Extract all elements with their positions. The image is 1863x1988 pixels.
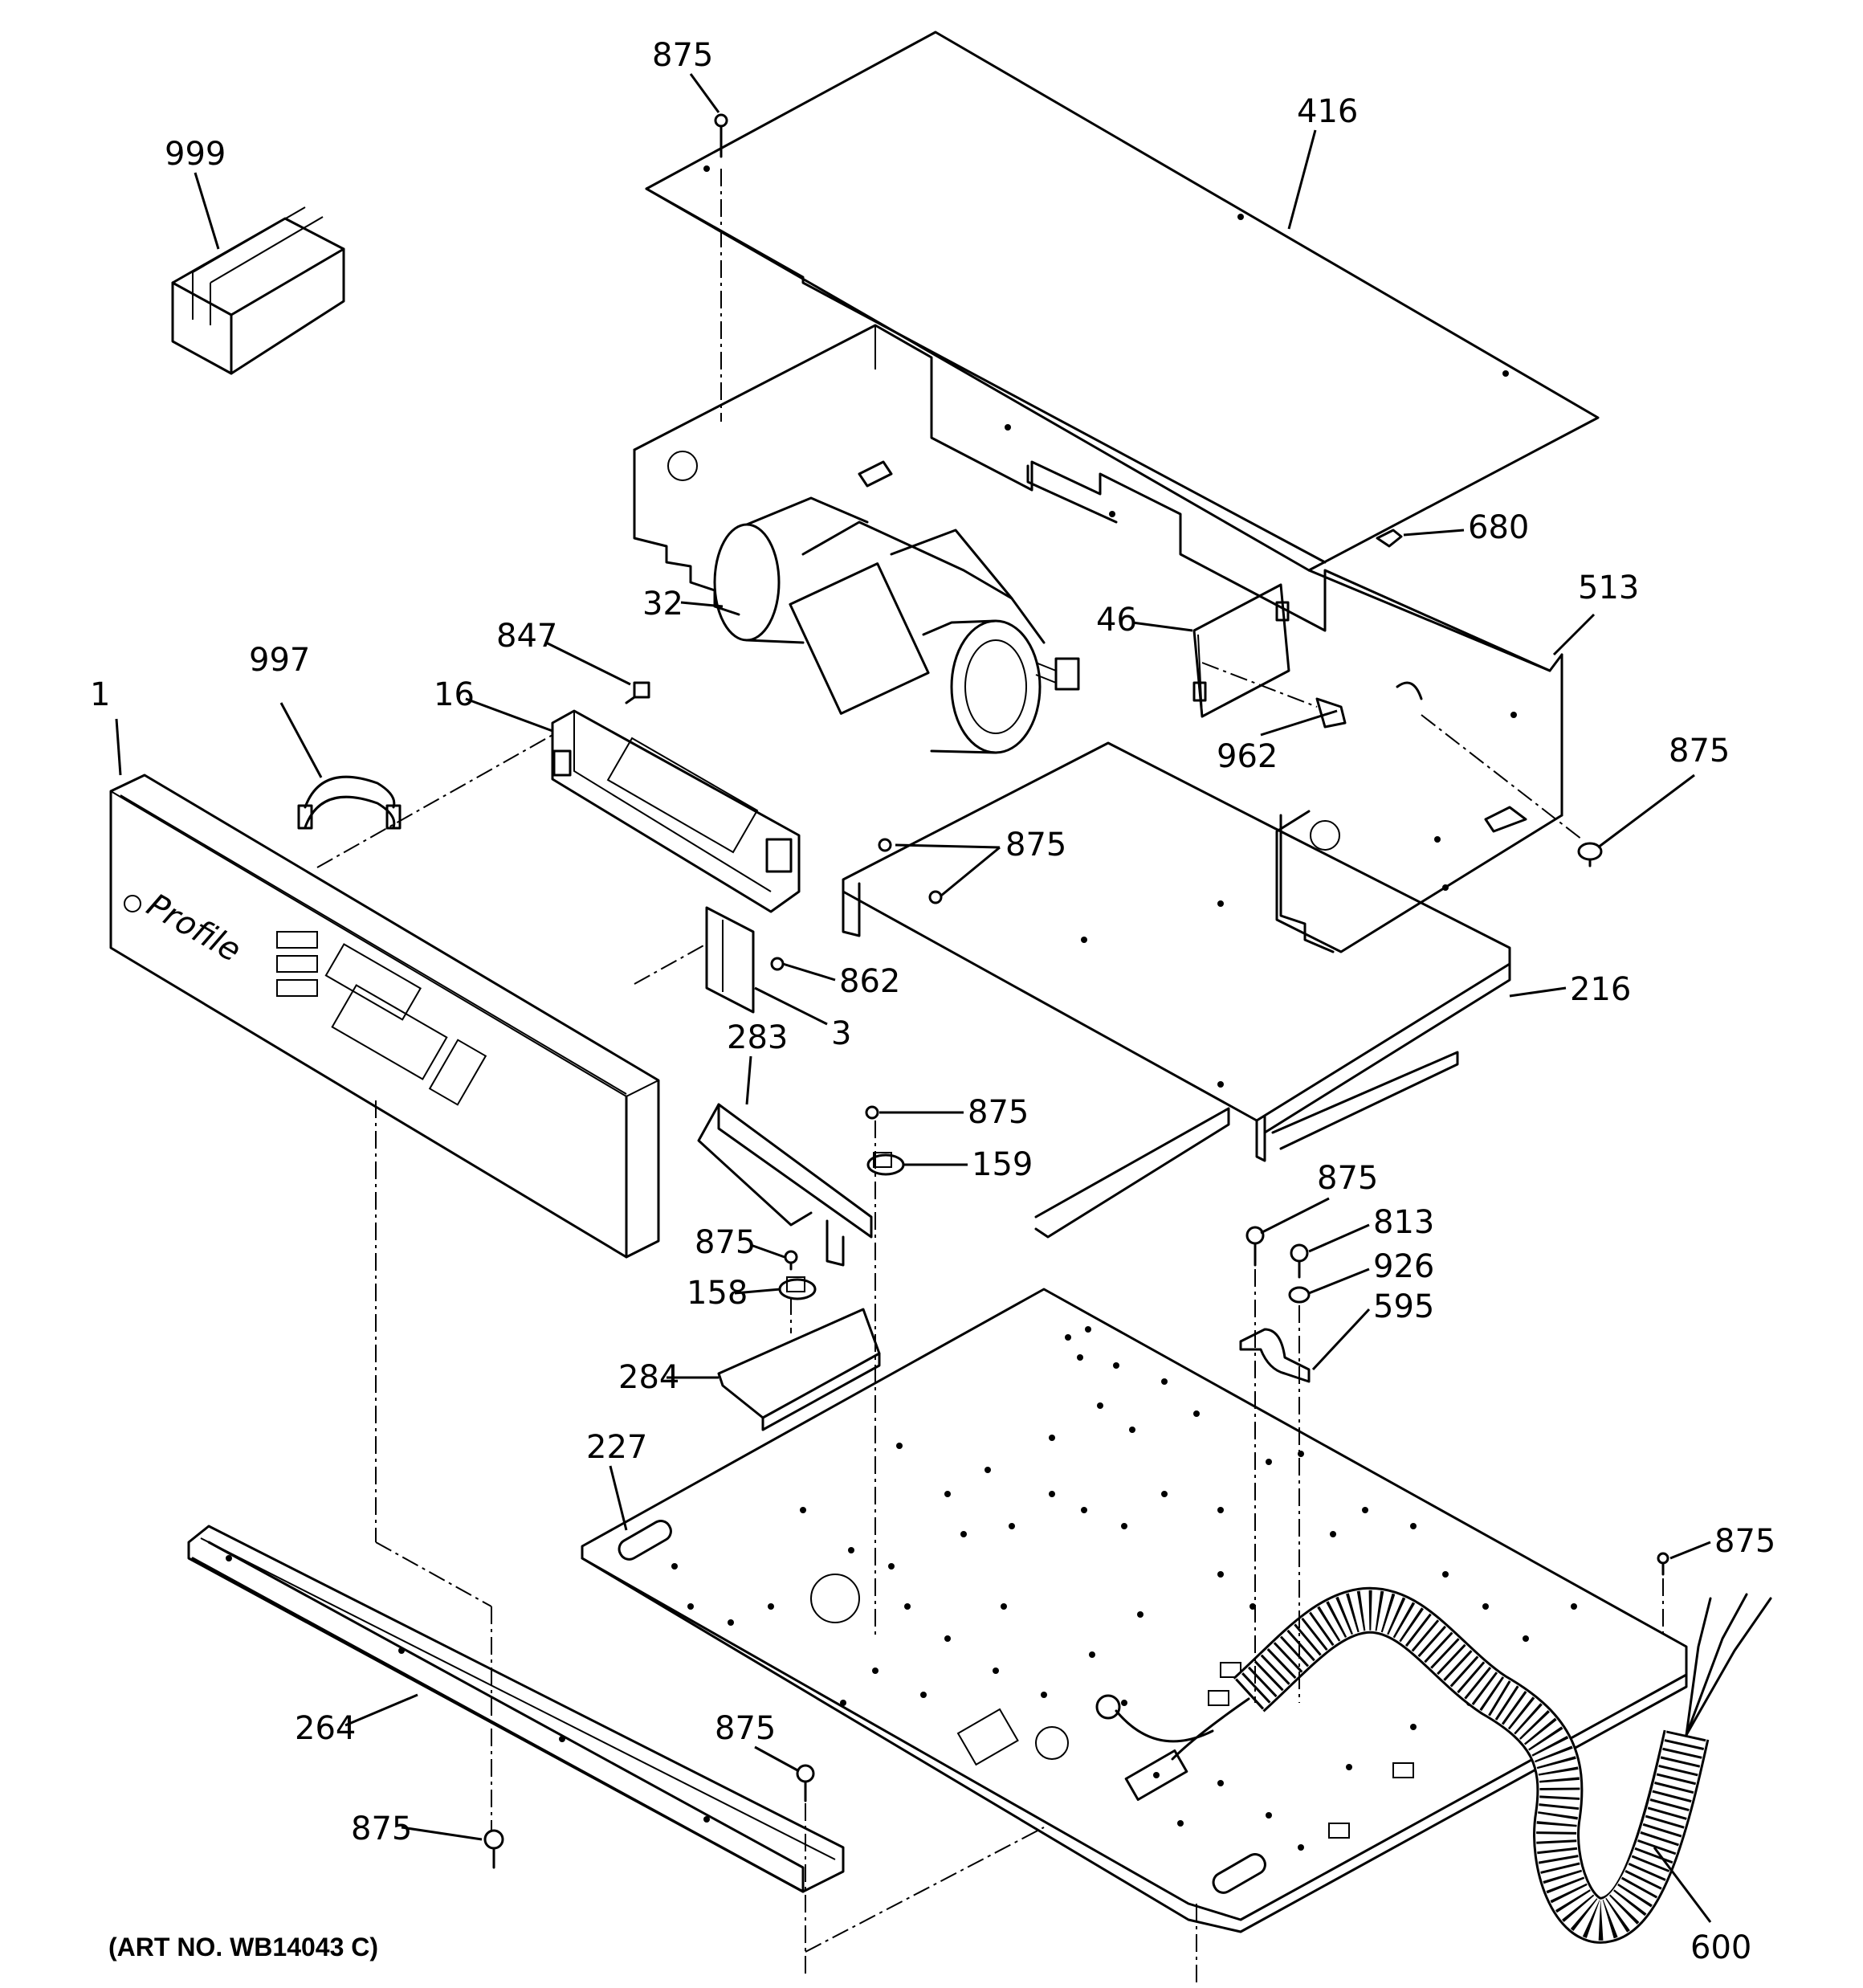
control-board [1192,583,1290,718]
callout-32: 32 [642,586,683,623]
callout-680: 680 [1468,509,1529,546]
callout-875-bottom-right: 875 [1714,1523,1775,1560]
callout-875-clamp: 875 [1317,1160,1378,1197]
callout-1: 1 [90,676,110,713]
callout-962: 962 [1217,738,1278,775]
callout-926: 926 [1373,1248,1434,1285]
callout-284: 284 [618,1359,679,1396]
front-trim-rail [187,1525,845,1893]
screw-bottom-right [1657,1552,1669,1576]
thermostat-bracket [717,1308,881,1431]
callout-283: 283 [727,1019,788,1056]
top-cover-panel [645,31,1600,572]
screw-top-panel [714,113,728,158]
screw-shelf [878,838,943,904]
standoff [1315,697,1347,729]
screw-thermostat-159 [865,1105,879,1120]
callout-847: 847 [496,618,557,655]
screw-thermostat-158 [784,1250,798,1271]
thermostat-159 [866,1152,905,1176]
air-duct [697,1103,873,1267]
callout-216: 216 [1570,971,1631,1008]
art-number: (ART NO. WB14043 C) [108,1933,378,1961]
screw-rail [796,1764,815,1802]
callout-875-right: 875 [1669,733,1730,769]
callout-3: 3 [831,1015,851,1052]
callout-513: 513 [1578,569,1639,606]
callout-813: 813 [1373,1204,1434,1241]
callout-999: 999 [165,136,226,173]
callout-158: 158 [687,1275,748,1312]
callout-875-158: 875 [695,1224,756,1261]
callout-875-shelf: 875 [1005,827,1066,863]
cable-clamp [1239,1328,1311,1383]
callout-875-top: 875 [652,37,713,74]
screw-side [1376,529,1403,548]
callout-600: 600 [1690,1929,1751,1966]
shelf-panel [842,741,1511,1239]
alignment-lines [316,169,1664,1984]
callout-862: 862 [839,963,900,1000]
callout-875-rail: 875 [715,1710,776,1747]
bottom-panel [581,1288,1688,1933]
leader-lines [115,73,1712,1923]
callout-595: 595 [1373,1288,1434,1325]
callout-264: 264 [295,1710,356,1747]
callout-labels: 999 875 416 680 513 32 46 847 997 16 1 9… [90,37,1775,1966]
conduit-power-cord [1095,1586,1772,1944]
nut-926 [1288,1286,1311,1304]
mounting-bracket [705,906,755,1014]
callout-416: 416 [1297,93,1358,130]
screw-rail-left [483,1829,504,1869]
shipping-box [171,206,345,375]
blower-assembly [713,496,1080,754]
electronic-control [551,709,801,913]
screw-bracket [770,957,785,971]
thermostat-158 [778,1276,817,1300]
callout-159: 159 [972,1146,1033,1183]
brand-logo-text: Profile [141,887,247,970]
callout-997: 997 [249,642,310,679]
ribbon-cable [297,775,402,830]
outer-case-wrapper [633,324,1563,953]
callout-875-rail-left: 875 [351,1810,412,1847]
callout-227: 227 [586,1429,647,1466]
callout-875-159: 875 [968,1094,1029,1131]
screw-right-side [1577,842,1603,867]
control-panel-frame: Profile [109,774,660,1259]
screw-control [625,681,650,704]
screw-clamp [1245,1226,1265,1267]
callout-46: 46 [1096,602,1137,639]
callout-16: 16 [434,676,475,713]
screw-813 [1290,1243,1309,1279]
